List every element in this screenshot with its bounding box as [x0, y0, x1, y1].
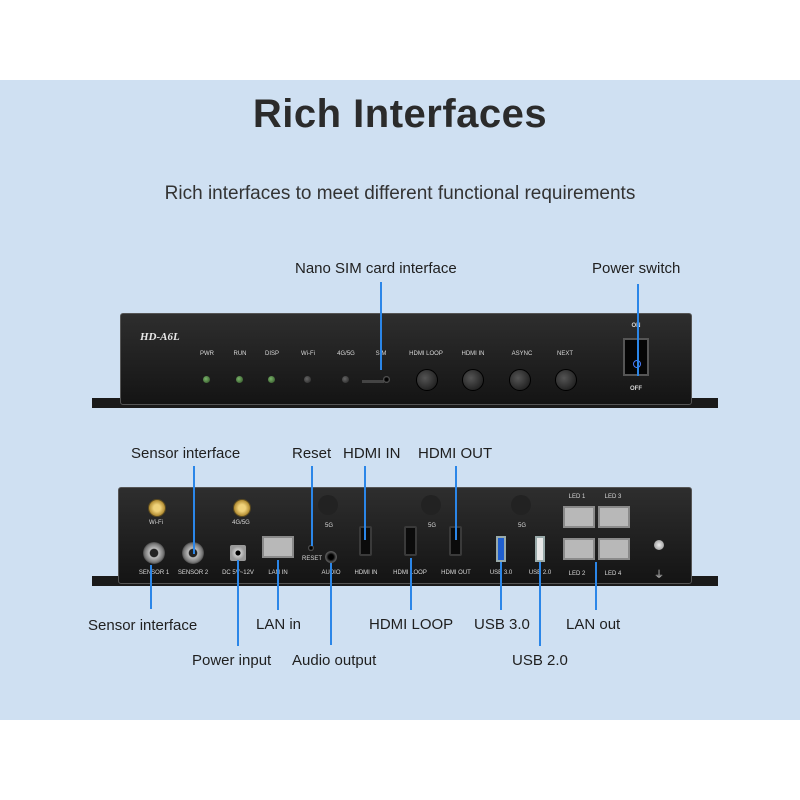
- callout-hdmi-loop: HDMI LOOP: [369, 616, 454, 633]
- label-wifi: Wi-Fi: [301, 351, 315, 357]
- hdmi-in-button[interactable]: [462, 369, 484, 391]
- 5g-antenna-hole-a: [318, 495, 338, 515]
- 4g5g-led: [342, 376, 349, 383]
- reset-label: RESET: [301, 556, 322, 562]
- callout-line-hdmi-loop: [410, 558, 412, 610]
- lte-label: 4G/5G: [232, 520, 250, 526]
- sensor-1-label: SENSOR 1: [138, 570, 170, 576]
- callout-reset: Reset: [292, 445, 332, 462]
- front-panel-device: [120, 313, 692, 405]
- callout-line-power-switch: [637, 284, 639, 376]
- sim-slot[interactable]: [362, 380, 384, 383]
- ground-symbol-icon: ⏚: [654, 570, 664, 581]
- reset-pinhole[interactable]: [308, 545, 314, 551]
- sim-eject-hole[interactable]: [383, 376, 390, 383]
- 5g-antenna-hole-c: [511, 495, 531, 515]
- label-pwr: PWR: [200, 351, 214, 357]
- callout-line-sensor-top: [193, 466, 195, 554]
- switch-on-label: ON: [631, 323, 641, 329]
- callout-usb2: USB 2.0: [512, 652, 568, 669]
- usb2-port[interactable]: [535, 536, 545, 562]
- label-run: RUN: [233, 351, 247, 357]
- callout-line-nano-sim: [380, 282, 382, 370]
- sensor-2-label: SENSOR 2: [177, 570, 209, 576]
- callout-audio-output: Audio output: [292, 652, 377, 669]
- callout-line-reset: [311, 466, 313, 546]
- callout-line-lan-out: [595, 562, 597, 610]
- callout-lan-in: LAN in: [256, 616, 302, 633]
- callout-sensor-bottom: Sensor interface: [88, 617, 198, 634]
- wifi-led: [304, 376, 311, 383]
- sensor-1-port[interactable]: [143, 542, 165, 564]
- dc-power-jack[interactable]: [230, 545, 246, 561]
- callout-hdmi-out: HDMI OUT: [418, 445, 493, 462]
- lan-out-port-4[interactable]: [598, 538, 630, 560]
- callout-line-usb3: [500, 562, 502, 610]
- led4-label: LED 4: [604, 571, 622, 577]
- hdmi-loop-port[interactable]: [404, 526, 417, 556]
- callout-power-switch: Power switch: [592, 260, 681, 277]
- callout-line-sensor-bottom: [150, 565, 152, 609]
- callout-line-hdmi-out: [455, 466, 457, 540]
- hdmi-in-label: HDMI IN: [354, 570, 378, 576]
- 5g-label-c: 5G: [517, 523, 526, 529]
- wifi-antenna-connector[interactable]: [148, 499, 166, 517]
- switch-off-label: OFF: [630, 386, 642, 392]
- next-button[interactable]: [555, 369, 577, 391]
- hdmi-out-label: HDMI OUT: [441, 570, 471, 576]
- 5g-antenna-hole-b: [421, 495, 441, 515]
- page-title: Rich Interfaces: [252, 92, 548, 136]
- page-subtitle: Rich interfaces to meet different functi…: [164, 183, 636, 204]
- label-4g5g: 4G/5G: [337, 351, 355, 357]
- callout-nano-sim: Nano SIM card interface: [295, 260, 457, 277]
- callout-line-audio: [330, 563, 332, 645]
- hdmi-loop-button[interactable]: [416, 369, 438, 391]
- wifi-label: Wi-Fi: [149, 520, 163, 526]
- callout-lan-out: LAN out: [566, 616, 621, 633]
- label-next: NEXT: [556, 351, 573, 357]
- callout-sensor-top: Sensor interface: [131, 445, 241, 462]
- callout-line-lan-in: [277, 560, 279, 610]
- audio-jack[interactable]: [325, 551, 337, 563]
- lan-out-port-1[interactable]: [563, 506, 595, 528]
- lan-out-port-3[interactable]: [598, 506, 630, 528]
- lan-in-port[interactable]: [262, 536, 294, 558]
- 5g-label-a: 5G: [324, 523, 333, 529]
- led2-label: LED 2: [568, 571, 586, 577]
- usb3-port[interactable]: [496, 536, 506, 562]
- async-button[interactable]: [509, 369, 531, 391]
- callout-power-input: Power input: [192, 652, 272, 669]
- callout-line-hdmi-in: [364, 466, 366, 540]
- lte-antenna-connector[interactable]: [233, 499, 251, 517]
- pwr-led: [203, 376, 210, 383]
- run-led: [236, 376, 243, 383]
- callout-line-usb2: [539, 562, 541, 646]
- led3-label: LED 3: [604, 494, 622, 500]
- power-switch[interactable]: [623, 338, 649, 376]
- label-hdmi-loop: HDMI LOOP: [409, 351, 443, 357]
- label-hdmi-in: HDMI IN: [461, 351, 485, 357]
- 5g-label-b: 5G: [427, 523, 436, 529]
- callout-line-power-input: [237, 560, 239, 646]
- callout-hdmi-in: HDMI IN: [343, 445, 401, 462]
- callout-usb3: USB 3.0: [474, 616, 530, 633]
- model-name: HD-A6L: [140, 331, 180, 343]
- label-async: ASYNC: [511, 351, 533, 357]
- label-disp: DISP: [264, 351, 279, 357]
- hdmi-loop-label: HDMI LOOP: [393, 570, 427, 576]
- led1-label: LED 1: [568, 494, 586, 500]
- disp-led: [268, 376, 275, 383]
- ground-screw: [654, 540, 664, 550]
- lan-out-port-2[interactable]: [563, 538, 595, 560]
